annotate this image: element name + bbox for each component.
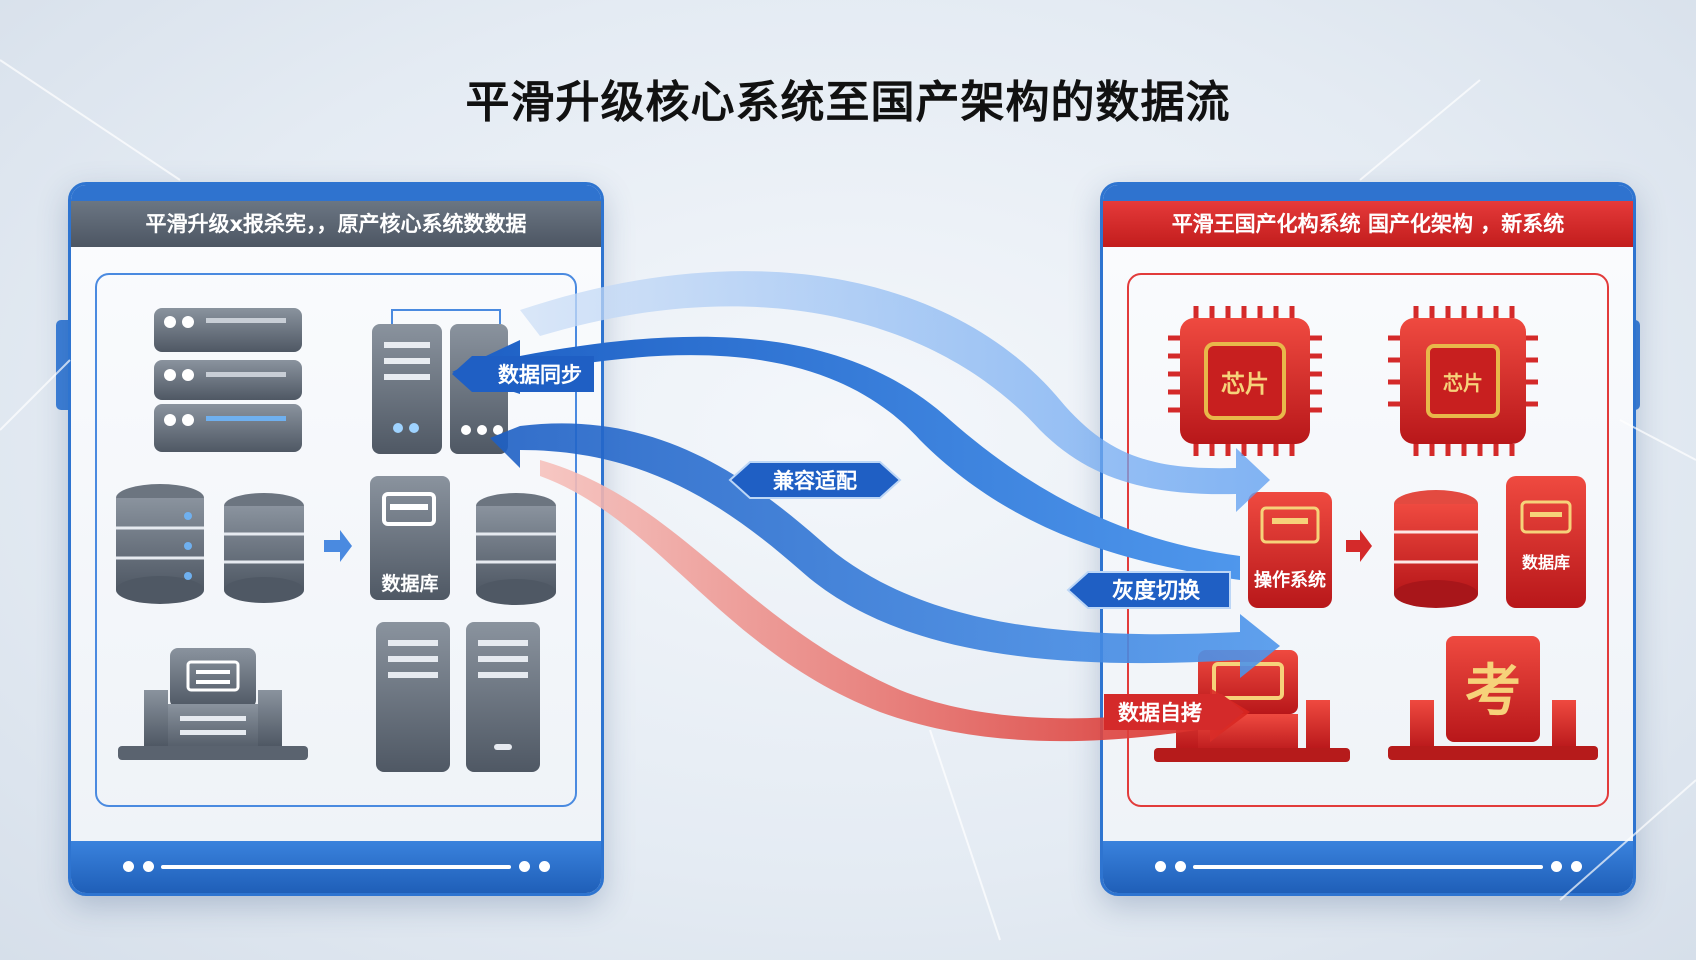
gray-switch-tag: 灰度切换 xyxy=(1066,571,1231,609)
panel-top-bar xyxy=(71,185,601,201)
storage-tower-icon xyxy=(376,622,540,772)
compat-tag: 兼容适配 xyxy=(728,461,902,499)
domestic-large-glyph: 考 xyxy=(1465,659,1521,724)
domestic-large-terminal-icon: 考 xyxy=(1388,636,1598,760)
gray-switch-label: 灰度切换 xyxy=(1112,578,1201,604)
domestic-database-icon xyxy=(1394,490,1478,608)
panel-top-bar xyxy=(1103,185,1633,201)
legacy-panel-header: 平滑升级x报杀宪，，原产核心系统数数据 xyxy=(71,201,601,247)
chip-icon-2: 芯片 xyxy=(1388,306,1538,456)
compat-label: 兼容适配 xyxy=(773,469,857,493)
legacy-panel-footer xyxy=(71,841,601,893)
data-migrate-tag: 数据自拷 xyxy=(1104,694,1244,730)
data-migrate-label: 数据自拷 xyxy=(1118,701,1202,725)
legacy-inner-frame xyxy=(95,273,577,807)
flow-arrow-data-return xyxy=(490,423,1280,678)
flow-arrow-top-fade xyxy=(520,271,1270,512)
background-lines xyxy=(0,59,1696,941)
database-icon xyxy=(116,484,304,604)
database-server-icon: 数据库 xyxy=(370,476,450,600)
domestic-database-label: 数据库 xyxy=(1522,553,1570,572)
chip-icon: 芯片 xyxy=(1168,306,1322,456)
operating-system-icon: 操作系统 xyxy=(1248,492,1332,608)
domestic-panel-header: 平滑王国产化构系统 国产化架构 ，新系统 xyxy=(1103,201,1633,247)
arrow-right-icon xyxy=(324,530,352,562)
server-rack-icon xyxy=(154,308,302,452)
arrow-right-icon xyxy=(1346,530,1372,562)
mainframe-terminal-icon xyxy=(118,648,308,760)
legacy-database-label: 数据库 xyxy=(381,572,438,595)
chip-label-1: 芯片 xyxy=(1221,370,1269,398)
page-title: 平滑升级核心系统至国产架构的数据流 xyxy=(465,77,1231,128)
data-sync-tag: 数据同步 xyxy=(452,356,594,392)
domestic-database-server-icon: 数据库 xyxy=(1506,476,1586,608)
chip-label-2: 芯片 xyxy=(1443,371,1483,395)
data-sync-label: 数据同步 xyxy=(498,363,582,387)
domestic-panel-footer xyxy=(1103,841,1633,893)
database-stack-icon xyxy=(476,493,556,605)
flow-arrow-data-sync xyxy=(452,336,1240,580)
os-label: 操作系统 xyxy=(1254,569,1326,591)
